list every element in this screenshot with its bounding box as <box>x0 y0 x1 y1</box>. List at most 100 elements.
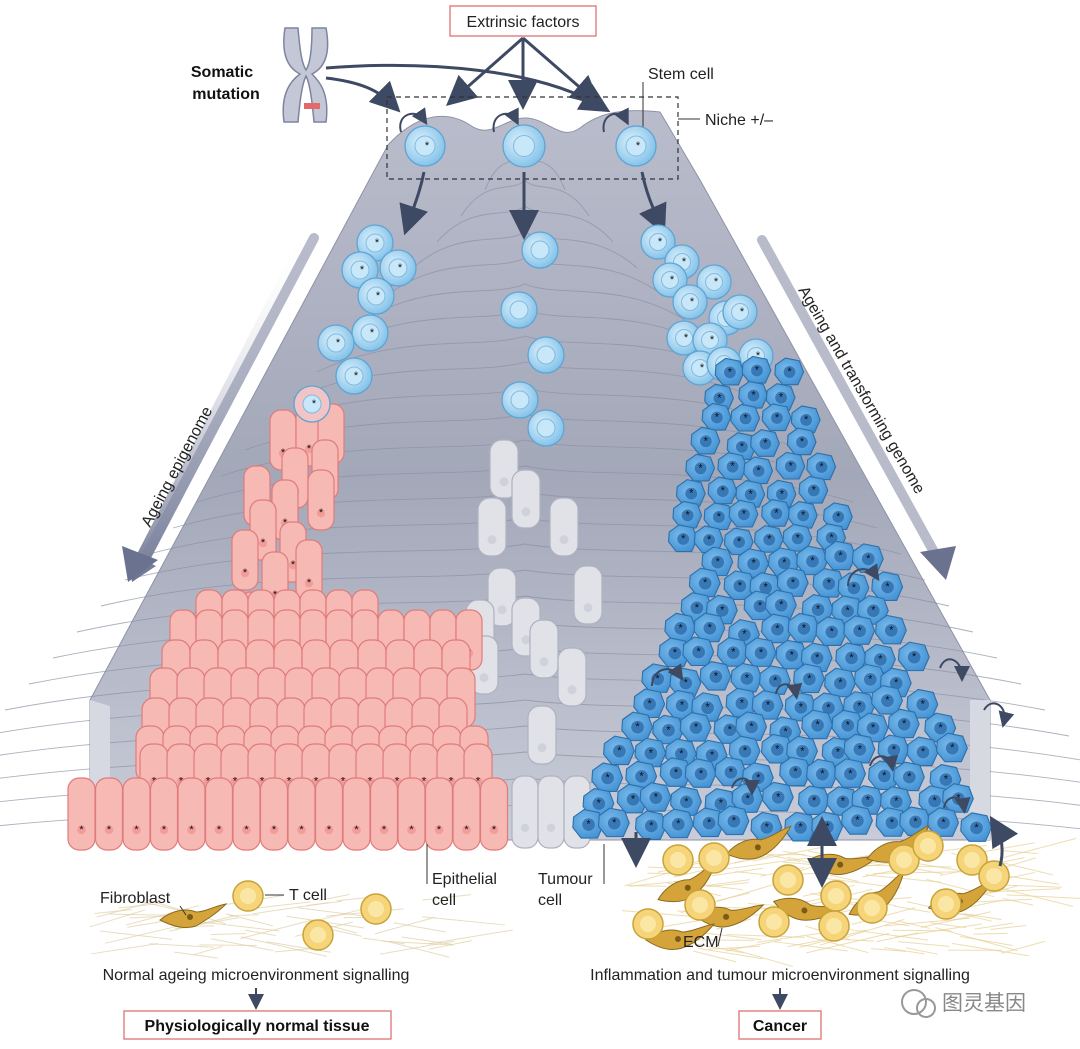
mutation-star: * <box>907 771 912 783</box>
mutation-star: * <box>732 815 737 827</box>
mutation-star: * <box>261 537 266 549</box>
ecm-fibre <box>885 917 970 927</box>
ecm-fibre <box>896 920 930 929</box>
fibroblast-left <box>159 903 228 929</box>
epithelial-cell: * <box>177 777 206 851</box>
ecm-fibre <box>169 915 235 932</box>
mutation-star: * <box>299 824 304 836</box>
ecm-fibre <box>393 922 446 933</box>
stem-cell: * <box>640 224 676 260</box>
tumour-cell: * <box>877 734 910 765</box>
tumour-cell: * <box>738 380 769 409</box>
stem-lineage-cells: ********************** <box>293 124 774 447</box>
tumour-cell: * <box>753 525 784 553</box>
mutation-star: * <box>812 795 817 807</box>
epithelial-cell: * <box>259 777 289 851</box>
mutation-star: * <box>745 672 750 684</box>
tumour-cell: * <box>824 540 857 571</box>
tumour-cell: * <box>728 499 759 528</box>
tumour-cell: * <box>679 712 712 742</box>
tumour-cell: * <box>927 807 960 837</box>
ecm-fibre <box>698 947 764 960</box>
tumour-microenvironment-cells <box>632 824 1010 951</box>
ecm-fibre <box>787 938 827 948</box>
normal-signalling-label: Normal ageing microenvironment signallin… <box>103 967 410 984</box>
invasion-arrows <box>621 815 1019 888</box>
ecm-fibre <box>89 909 146 928</box>
tumour-cell: * <box>776 567 809 597</box>
epithelial-cell: * <box>307 469 335 531</box>
mutation-star: * <box>836 747 841 759</box>
mutation-star: * <box>775 623 780 635</box>
tumour-cell: * <box>659 757 692 787</box>
stem-cell <box>527 336 565 374</box>
ecm-fibre <box>1000 940 1046 954</box>
ecm-fibre <box>100 930 173 940</box>
mutation-star: * <box>375 237 380 249</box>
mutation-star: * <box>673 647 678 659</box>
mutation-star: * <box>327 824 332 836</box>
mutation-star: * <box>690 296 695 308</box>
epithelial-cell: * <box>287 777 316 851</box>
niche-label: Niche +/– <box>705 112 773 129</box>
t-cell <box>888 844 920 876</box>
mutation-star: * <box>790 649 795 661</box>
watermark: 图灵基因 <box>901 989 1026 1018</box>
tumour-cell: * <box>815 616 848 646</box>
mutation-star: * <box>784 726 789 738</box>
ecm-fibre <box>1002 898 1034 906</box>
normal-cell <box>487 567 517 627</box>
mutation-star: * <box>714 276 719 288</box>
tumour-cell: * <box>787 612 820 643</box>
mutation-star: * <box>779 599 784 611</box>
t-cell <box>956 844 988 876</box>
tumour-cell: * <box>572 808 605 839</box>
tumour-cell: * <box>672 500 703 529</box>
tumour-cell: * <box>797 785 830 816</box>
mutation-star: * <box>719 798 724 810</box>
mutation-star: * <box>829 532 834 544</box>
t-cell <box>820 880 852 912</box>
fibroblast-label: Fibroblast <box>100 890 171 907</box>
epithelial-cell: * <box>452 777 481 851</box>
ecm-fibre <box>252 902 329 915</box>
mutation-star: * <box>617 745 622 757</box>
mutation-star: * <box>764 582 769 594</box>
ageing-transforming-genome-arrow <box>757 235 956 580</box>
normal-cell <box>557 647 587 707</box>
mutation-star: * <box>941 817 946 829</box>
mutation-star: * <box>871 605 876 617</box>
mutation-star: * <box>746 793 751 805</box>
mutation-star: * <box>787 366 792 378</box>
mutation-star: * <box>848 768 853 780</box>
mutation-star: * <box>885 695 890 707</box>
ecm-fibre <box>898 941 950 947</box>
mutation-star: * <box>773 675 778 687</box>
tumour-cell: * <box>707 476 738 505</box>
tumour-cell: * <box>779 756 812 787</box>
mutation-star: * <box>476 775 481 787</box>
epithelial-cell: * <box>231 529 259 591</box>
mutation-star: * <box>699 768 704 780</box>
stem-cell <box>502 124 546 168</box>
mutation-star: * <box>658 236 663 248</box>
stem-cell: * <box>404 125 446 167</box>
mutation-star: * <box>902 718 907 730</box>
ecm-fibre <box>298 907 369 918</box>
mutation-star: * <box>647 698 652 710</box>
stem-cell: * <box>317 324 355 362</box>
tumour-cell: * <box>730 403 761 432</box>
tumour-cell: * <box>726 432 757 460</box>
mutation-star: * <box>666 724 671 736</box>
ecm-label: ECM <box>683 934 719 951</box>
t-cell <box>818 910 850 942</box>
mutation-star: * <box>639 770 644 782</box>
outcome-cancer-box: Cancer <box>738 1010 822 1040</box>
mutation-star: * <box>217 824 222 836</box>
mutation-star: * <box>812 484 817 496</box>
tumour-cell: * <box>751 690 784 720</box>
tumour-cell: * <box>851 543 884 573</box>
mutation-star: * <box>857 701 862 713</box>
contour-line <box>292 361 758 399</box>
mutation-star: * <box>751 389 756 401</box>
